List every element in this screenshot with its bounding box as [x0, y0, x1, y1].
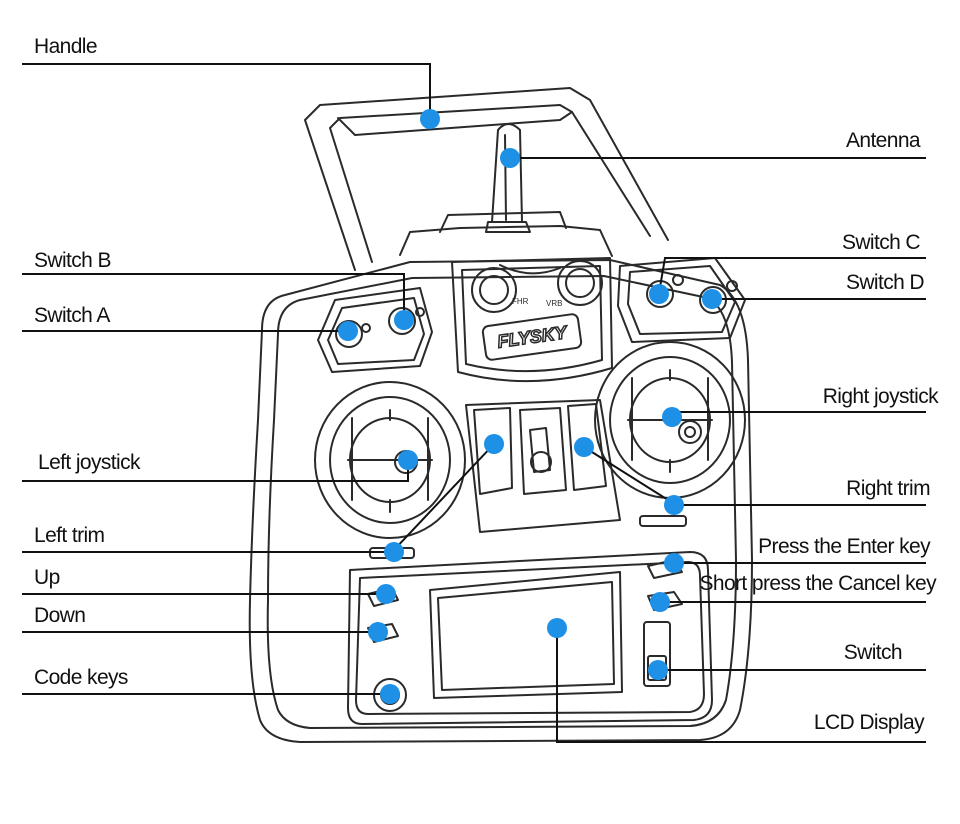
label-right-joystick: Right joystick: [822, 385, 939, 408]
dot-handle: [420, 109, 440, 129]
dot-right-trim-b: [664, 495, 684, 515]
screen-bezel: [347, 551, 713, 725]
label-right-trim: Right trim: [846, 477, 930, 500]
dot-antenna: [500, 148, 520, 168]
label-cancel-key: Short press the Cancel key: [699, 572, 936, 595]
dot-right-trim-a: [574, 437, 594, 457]
antenna-shape: [485, 123, 531, 233]
label-enter-key: Press the Enter key: [758, 535, 930, 558]
transmitter-body: [248, 211, 753, 743]
label-switch: Switch: [843, 641, 903, 664]
label-handle: Handle: [34, 35, 98, 58]
leader-handle: [22, 63, 431, 119]
label-lcd-display: LCD Display: [813, 711, 925, 734]
label-switch-a: Switch A: [34, 304, 110, 327]
left-gimbal: [314, 381, 466, 539]
dot-up: [376, 584, 396, 604]
right-switch-pad: [617, 257, 746, 343]
label-switch-c: Switch C: [841, 231, 921, 254]
leader-lines: [22, 63, 926, 743]
label-switch-d: Switch D: [845, 271, 925, 294]
label-left-trim: Left trim: [34, 524, 105, 547]
center-console: [465, 399, 621, 533]
dot-switch: [648, 660, 668, 680]
dot-left-trim-a: [484, 434, 504, 454]
dot-code-keys: [380, 684, 400, 704]
dot-switch-b: [394, 310, 414, 330]
leader-switch-b: [22, 273, 405, 320]
lcd-frame: [429, 571, 623, 699]
trim-bars: [369, 515, 687, 559]
dot-down: [368, 622, 388, 642]
label-up: Up: [34, 566, 60, 589]
leader-lcd-display: [556, 628, 926, 743]
dot-switch-a: [338, 321, 358, 341]
dot-left-joystick: [398, 450, 418, 470]
right-knob-label: VRB: [546, 299, 562, 308]
left-knob-label: FHR: [512, 297, 529, 306]
label-code-keys: Code keys: [34, 666, 128, 689]
label-left-joystick: Left joystick: [38, 451, 141, 474]
top-panel: [451, 257, 613, 383]
label-antenna: Antenna: [845, 129, 921, 152]
left-switch-pad: [317, 287, 433, 373]
dot-switch-d: [702, 289, 722, 309]
label-switch-b: Switch B: [34, 249, 112, 272]
dot-switch-c: [649, 284, 669, 304]
label-down: Down: [34, 604, 86, 627]
dot-cancel-key: [650, 592, 670, 612]
callout-dots: [338, 109, 722, 704]
dot-enter-key: [664, 553, 684, 573]
brand-logo-text: FLYSKY: [496, 322, 570, 352]
dot-lcd-display: [547, 618, 567, 638]
dot-right-joystick: [662, 407, 682, 427]
handle-frame: [304, 87, 669, 271]
dot-left-trim-b: [384, 542, 404, 562]
leader-switch-c: [658, 257, 926, 294]
